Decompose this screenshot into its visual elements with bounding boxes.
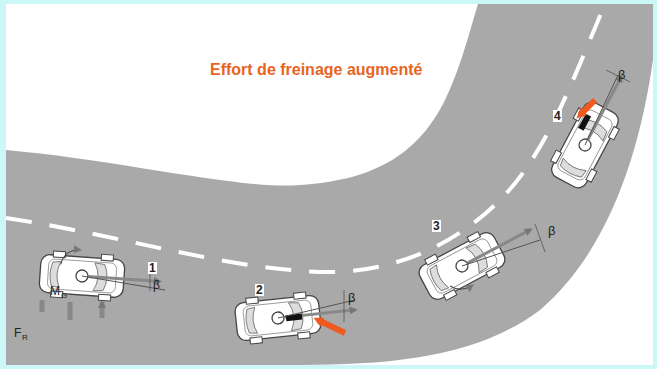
callout-number: 3 [432,220,441,232]
car [234,287,358,345]
center-line [6,4,605,272]
title: Effort de freinage augmenté [210,62,422,78]
car [545,65,642,193]
car [414,209,542,306]
car [38,247,161,304]
road [6,4,653,365]
symbol-letter: F [14,327,21,339]
angle-symbol: β [618,68,625,81]
symbol-subscript: R [22,334,28,342]
background [6,4,653,365]
callout-number: 1 [148,262,157,274]
callout-number: 4 [553,110,562,122]
angle-symbol: β [348,291,355,304]
angle-symbol: β [153,279,160,291]
symbol-subscript: G [61,292,67,300]
angle-symbol: β [548,224,555,237]
callout-number: 2 [255,284,264,296]
symbol-letter: M [50,285,60,297]
